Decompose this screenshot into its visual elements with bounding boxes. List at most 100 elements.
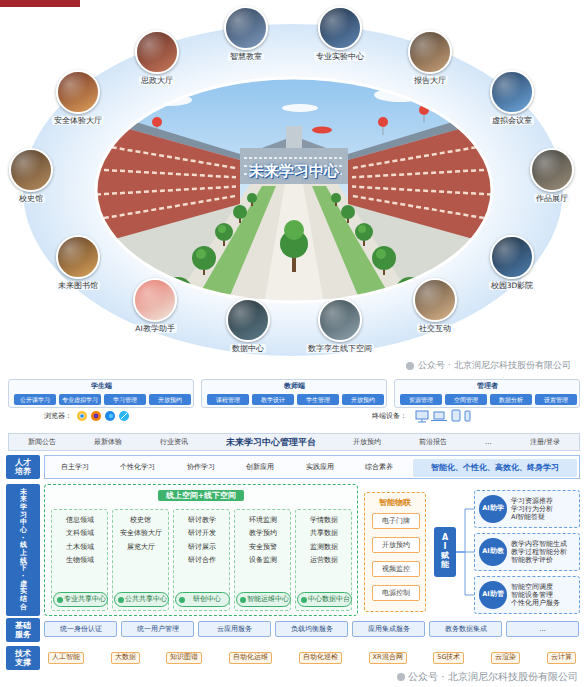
node-text: 人才培养 <box>15 458 32 476</box>
device-icons <box>434 412 444 419</box>
right-building <box>352 145 492 169</box>
ai-enable-box: AI赋能 <box>434 527 456 577</box>
node-text: 学生端 <box>91 382 112 390</box>
node-text: 研讨开发 <box>188 529 216 537</box>
watermark: 公众号 · 北京润尼尔科技股份有限公司 <box>418 360 571 371</box>
thumbnail-image <box>56 235 100 279</box>
ai-service-box: AI助教教学内容智能生成 教学过程智能分析 智能教学评价 <box>474 533 580 571</box>
node-text: 大数据 <box>111 652 140 664</box>
node-text: 开放预约 <box>158 396 182 403</box>
node-text: 行业资讯 <box>160 438 188 446</box>
trees <box>177 298 180 310</box>
node-text: 数据分析 <box>499 396 523 403</box>
center-badge: 中心数据中台 <box>297 592 352 607</box>
browser-icons <box>77 411 129 421</box>
node-text: 视频监控 <box>382 565 410 573</box>
left-building <box>96 170 236 178</box>
right-building <box>348 118 498 246</box>
node-text: 未来学习中心管理平台 <box>226 437 316 447</box>
node-text: 虚拟会议室 <box>490 116 534 125</box>
function-button: 开放预约 <box>149 394 191 405</box>
corner-bar <box>0 0 80 7</box>
node-text: 开放预约 <box>351 396 375 403</box>
row-caption: 浏览器： <box>44 412 72 420</box>
trees <box>169 220 413 293</box>
node-text: 创新应用 <box>246 463 274 471</box>
node-text: 校园3D影院 <box>489 281 536 290</box>
function-button: 课程管理 <box>207 394 249 405</box>
badge-icon <box>301 597 307 603</box>
node-text: 教学设计 <box>261 396 285 403</box>
thumbnail-image <box>135 30 179 74</box>
service-box: 负载均衡服务 <box>275 621 348 637</box>
node-text: 社交互动 <box>417 324 453 333</box>
node-text: 云应用服务 <box>217 625 252 633</box>
scene-thumbnail: 报告大厅 <box>394 30 466 90</box>
thumbnail-image <box>413 278 457 322</box>
space-container: 线上空间+线下空间信息领域文科领域土木领域生物领域专业共享中心校史馆安全体验大厅… <box>44 484 358 616</box>
node-text: 思政大厅 <box>139 76 175 85</box>
balloons <box>152 117 162 127</box>
center-badge: 研创中心 <box>175 592 230 607</box>
left-building <box>96 145 236 220</box>
node-text: 5G技术 <box>433 652 464 664</box>
node-text: 负载均衡服务 <box>291 625 333 633</box>
iot-item: 电子门牌 <box>372 513 420 529</box>
scene-thumbnail: 未来图书馆 <box>42 235 114 295</box>
center-badge: 公共共享中心 <box>114 592 169 607</box>
wechat-icon <box>406 362 414 370</box>
trees <box>192 246 216 270</box>
function-button: 设置管理 <box>535 394 577 405</box>
balloons <box>152 105 429 135</box>
iot-item: 视频监控 <box>372 561 420 577</box>
node-text: 人工智能 <box>48 652 84 664</box>
device-icons <box>465 411 470 421</box>
row-caption: 终端设备： <box>372 412 407 420</box>
right-building <box>352 187 492 195</box>
function-button: 空间管理 <box>445 394 487 405</box>
node-text: 协作学习 <box>187 463 215 471</box>
connectors <box>456 509 474 595</box>
thumbnail-image <box>226 298 270 342</box>
browser-icons <box>80 414 84 418</box>
ai-service-box: AI助学学习资源推荐 学习行为分析 AI智能答疑 <box>474 490 580 528</box>
trees <box>196 249 206 259</box>
balloons <box>312 127 332 134</box>
node-text: 研讨教学 <box>188 516 216 524</box>
function-button: 公开课学习 <box>14 394 56 405</box>
node-text: 自动化巡检 <box>299 652 342 664</box>
iot-item: 电源控制 <box>372 585 420 601</box>
ring <box>23 24 563 356</box>
scene-thumbnail: 智慧教室 <box>210 6 282 66</box>
function-button: 数据分析 <box>490 394 532 405</box>
node-text: ... <box>539 625 546 633</box>
scene-thumbnail: 校史馆 <box>0 148 67 208</box>
balloons <box>424 115 425 123</box>
scene-thumbnail: 数据中心 <box>212 298 284 358</box>
node-text: ... <box>485 438 492 446</box>
node-text: 研创中心 <box>193 596 221 604</box>
node-text: 智能物联 <box>379 498 411 507</box>
node-text: 应用集成服务 <box>368 625 410 633</box>
left-building <box>90 118 240 246</box>
center-column: 学情数据共享数据监测数据运营数据中心数据中台 <box>295 509 352 611</box>
thumbnail-image <box>318 298 362 342</box>
service-box: 教务数据集成 <box>429 621 502 637</box>
scene-thumbnail: 作品展厅 <box>516 148 588 208</box>
node-text: 实践应用 <box>306 463 334 471</box>
node-text: 中心数据中台 <box>308 596 350 604</box>
browser-icons <box>121 413 127 419</box>
node-text: 技术支撑 <box>15 649 32 667</box>
center-badge: 专业共享中心 <box>53 592 108 607</box>
node-text: 环境监测 <box>249 516 277 524</box>
node-text: AI赋能 <box>441 534 449 569</box>
scene-thumbnail: 虚拟会议室 <box>476 70 548 130</box>
node-text: 专业虚拟学习 <box>62 396 98 403</box>
center-column: 研讨教学研讨开发研讨展示研讨合作研创中心 <box>173 509 230 611</box>
node-text: 数字孪生线下空间 <box>306 344 374 353</box>
center-column: 信息领域文科领域土木领域生物领域专业共享中心 <box>51 509 108 611</box>
trees <box>218 225 226 233</box>
browser-icons <box>94 414 99 419</box>
left-building <box>96 187 236 195</box>
node-text: 研讨展示 <box>188 543 216 551</box>
